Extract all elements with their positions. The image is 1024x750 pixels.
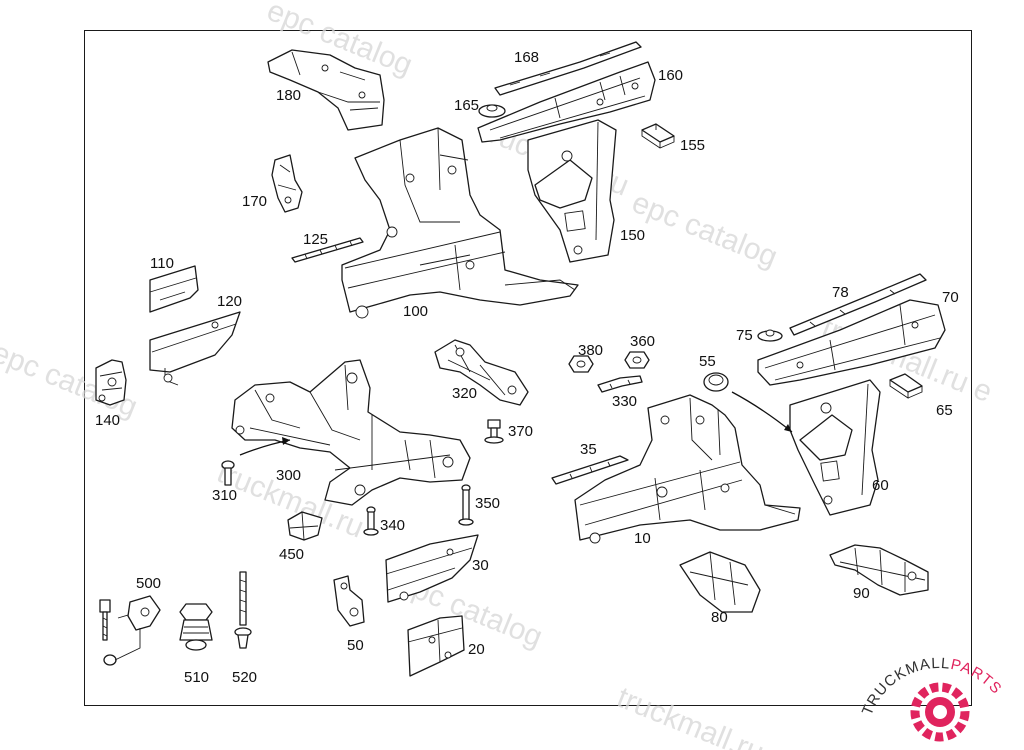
part-168 xyxy=(494,41,642,96)
label-120: 120 xyxy=(217,293,242,310)
label-360: 360 xyxy=(630,333,655,350)
part-55 xyxy=(703,372,729,392)
label-10: 10 xyxy=(634,530,651,547)
label-75: 75 xyxy=(736,327,753,344)
label-165: 165 xyxy=(454,97,479,114)
part-10 xyxy=(574,394,801,544)
arrowhead-55 xyxy=(784,424,792,432)
label-110: 110 xyxy=(150,255,174,272)
label-100: 100 xyxy=(403,303,428,320)
label-380: 380 xyxy=(578,342,603,359)
diagram-frame xyxy=(84,30,972,706)
part-370 xyxy=(484,419,504,444)
label-35: 35 xyxy=(580,441,597,458)
label-150: 150 xyxy=(620,227,645,244)
part-50 xyxy=(333,575,365,627)
label-170: 170 xyxy=(242,193,267,210)
label-168: 168 xyxy=(514,49,539,66)
label-450: 450 xyxy=(279,546,304,563)
watermark-truckmall-bottom: truckmall.ru xyxy=(612,681,768,750)
part-340 xyxy=(363,506,379,536)
label-140: 140 xyxy=(95,412,120,429)
label-60: 60 xyxy=(872,477,889,494)
label-330: 330 xyxy=(612,393,637,410)
label-500: 500 xyxy=(136,575,161,592)
part-160 xyxy=(477,61,656,143)
part-30 xyxy=(385,534,479,603)
part-350 xyxy=(458,484,474,526)
label-125: 125 xyxy=(303,231,328,248)
part-155 xyxy=(641,123,675,149)
part-140 xyxy=(95,359,127,406)
label-160: 160 xyxy=(658,67,683,84)
part-500 xyxy=(99,595,161,666)
part-125 xyxy=(291,237,364,263)
part-35 xyxy=(551,455,629,485)
part-165 xyxy=(478,104,506,118)
part-75 xyxy=(757,329,783,342)
part-70 xyxy=(757,299,946,386)
part-90 xyxy=(829,544,929,596)
truckmall-logo: TRUCKMALLPARTS xyxy=(859,655,1004,742)
part-100 xyxy=(341,127,579,319)
label-50: 50 xyxy=(347,637,364,654)
label-370: 370 xyxy=(508,423,533,440)
label-80: 80 xyxy=(711,609,728,626)
gear-icon xyxy=(910,682,970,742)
part-510 xyxy=(179,603,213,651)
watermark-epc-right: epc catalog xyxy=(627,186,782,274)
part-60 xyxy=(789,379,881,516)
label-350: 350 xyxy=(475,495,500,512)
part-120 xyxy=(149,311,241,386)
part-20 xyxy=(407,615,465,677)
label-520: 520 xyxy=(232,669,257,686)
part-330 xyxy=(597,375,643,393)
label-510: 510 xyxy=(184,669,209,686)
callout-labels: 180 168 160 165 155 170 150 125 100 110 … xyxy=(95,49,959,686)
part-380 xyxy=(568,355,594,373)
label-310: 310 xyxy=(212,487,237,504)
part-180 xyxy=(267,49,385,131)
part-65 xyxy=(889,373,923,399)
part-520 xyxy=(234,571,252,649)
label-20: 20 xyxy=(468,641,485,658)
part-310 xyxy=(221,460,235,486)
part-150 xyxy=(527,119,617,263)
label-90: 90 xyxy=(853,585,870,602)
part-78 xyxy=(789,273,927,336)
part-320 xyxy=(434,339,529,406)
arrow-300 xyxy=(239,439,291,456)
part-360 xyxy=(624,351,650,369)
label-70: 70 xyxy=(942,289,959,306)
part-300 xyxy=(231,359,471,506)
label-55: 55 xyxy=(699,353,716,370)
label-78: 78 xyxy=(832,284,849,301)
label-180: 180 xyxy=(276,87,301,104)
part-450 xyxy=(287,511,323,541)
label-155: 155 xyxy=(680,137,705,154)
arrowhead-300 xyxy=(282,437,290,445)
label-65: 65 xyxy=(936,402,953,419)
part-110 xyxy=(149,265,199,313)
label-320: 320 xyxy=(452,385,477,402)
part-80 xyxy=(679,551,761,613)
label-30: 30 xyxy=(472,557,489,574)
label-340: 340 xyxy=(380,517,405,534)
label-300: 300 xyxy=(276,467,301,484)
part-170 xyxy=(271,154,303,213)
arrow-55 xyxy=(731,391,793,433)
